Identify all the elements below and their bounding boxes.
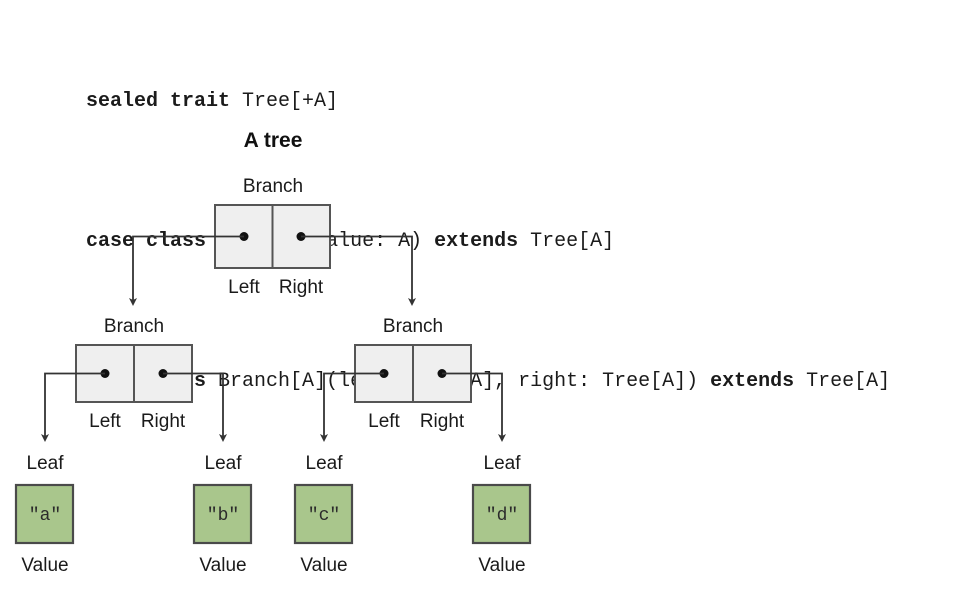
code-text: Tree[+A] — [242, 90, 339, 113]
left-branch-right-label: Right — [141, 411, 186, 432]
leaf-c-value-label: Value — [300, 555, 347, 576]
diagram-title: A tree — [244, 129, 303, 152]
leaf-a-box — [14, 483, 75, 545]
leaf-b-box — [192, 483, 253, 545]
root-left-label: Left — [228, 277, 260, 298]
right-branch-label: Branch — [383, 316, 443, 337]
node-leaf-a: Leaf "a" Value — [14, 453, 75, 576]
code-keyword: extends — [434, 230, 531, 253]
right-branch-left-label: Left — [368, 411, 400, 432]
tree-diagram: A tree Branch Left Right Branch — [0, 105, 975, 594]
leaf-a-value-label: Value — [21, 555, 68, 576]
code-text: Tree[A] — [806, 370, 891, 393]
leaf-d-value: "d" — [486, 506, 518, 526]
leaf-b-label: Leaf — [205, 453, 243, 474]
leaf-a-label: Leaf — [27, 453, 65, 474]
code-text: Tree[A] — [530, 230, 615, 253]
leaf-d-box — [471, 483, 532, 545]
wire-left-branch-to-leaf-b — [163, 372, 227, 442]
left-branch-left-label: Left — [89, 411, 121, 432]
left-branch-label: Branch — [104, 316, 164, 337]
leaf-b-value: "b" — [207, 506, 239, 526]
node-leaf-b: Leaf "b" Value — [192, 453, 253, 576]
leaf-a-value: "a" — [29, 506, 61, 526]
code-keyword: extends — [710, 370, 807, 393]
code-keyword: sealed trait — [86, 90, 243, 113]
node-leaf-d: Leaf "d" Value — [471, 453, 532, 576]
right-branch-right-label: Right — [420, 411, 465, 432]
root-right-label: Right — [279, 277, 324, 298]
leaf-c-box — [293, 483, 354, 545]
leaf-c-value: "c" — [308, 506, 340, 526]
root-branch-label: Branch — [243, 176, 303, 197]
wire-root-to-left-branch — [129, 235, 244, 306]
wire-root-to-right-branch — [301, 235, 416, 306]
leaf-d-value-label: Value — [478, 555, 525, 576]
code-line-1: sealed trait Tree[+A] — [14, 60, 969, 144]
wire-right-branch-to-leaf-c — [320, 372, 384, 442]
node-leaf-c: Leaf "c" Value — [293, 453, 354, 576]
leaf-c-label: Leaf — [306, 453, 344, 474]
leaf-d-label: Leaf — [484, 453, 522, 474]
leaf-b-value-label: Value — [199, 555, 246, 576]
wire-right-branch-to-leaf-d — [442, 372, 506, 442]
wire-left-branch-to-leaf-a — [41, 372, 105, 442]
